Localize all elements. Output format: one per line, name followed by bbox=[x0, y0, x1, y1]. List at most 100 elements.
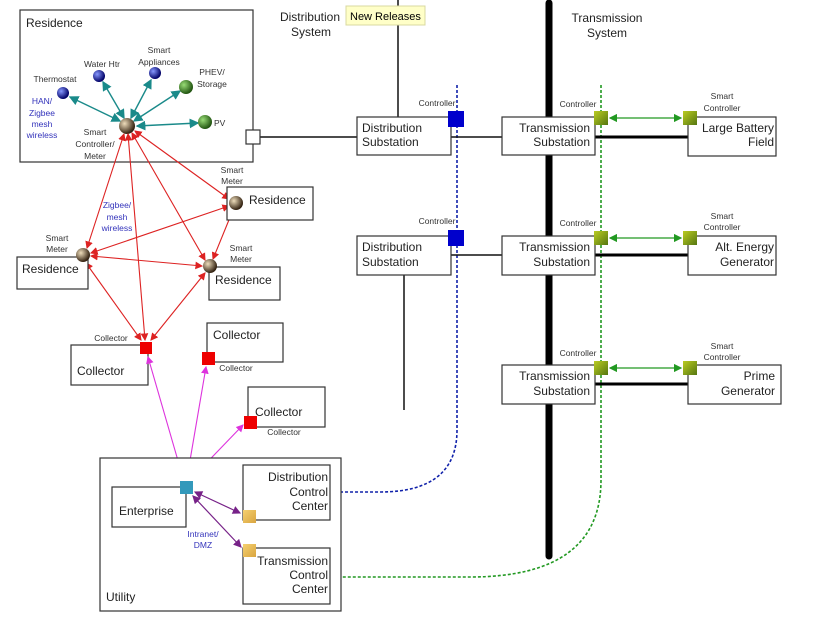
distribution-substation-2: Distribution Substation Controller bbox=[356, 216, 464, 276]
distribution-substation-1: Distribution Substation Controller bbox=[356, 98, 464, 156]
svg-text:Smart: Smart bbox=[711, 211, 734, 221]
svg-text:System: System bbox=[291, 25, 331, 39]
distribution-system-header: Distribution System bbox=[280, 10, 340, 39]
svg-text:Controller: Controller bbox=[560, 348, 597, 358]
svg-text:Smart: Smart bbox=[711, 341, 734, 351]
svg-text:Controller: Controller bbox=[704, 352, 741, 362]
phev-storage-node bbox=[179, 80, 193, 94]
svg-text:Meter: Meter bbox=[84, 151, 106, 161]
distribution-control-center bbox=[242, 464, 331, 521]
svg-text:Meter: Meter bbox=[221, 176, 243, 186]
svg-text:New Releases: New Releases bbox=[350, 11, 421, 23]
svg-text:Controller: Controller bbox=[704, 103, 741, 113]
svg-text:Zigbee/: Zigbee/ bbox=[103, 200, 132, 210]
svg-text:Collector: Collector bbox=[267, 427, 301, 437]
svg-text:Controller: Controller bbox=[560, 99, 597, 109]
transmission-row-2: Transmission Substation Alt. Energy Gene… bbox=[501, 211, 777, 276]
utility-area: Utility Enterprise Distribution Control … bbox=[99, 457, 342, 612]
svg-text:Alt. Energy: Alt. Energy bbox=[715, 240, 774, 254]
dcc-node bbox=[243, 510, 256, 523]
svg-text:mesh: mesh bbox=[32, 119, 53, 129]
service-connection-point bbox=[245, 129, 261, 145]
zigbee-label: Zigbee/ mesh wireless bbox=[101, 200, 133, 233]
svg-text:Substation: Substation bbox=[362, 255, 419, 269]
svg-text:Smart: Smart bbox=[46, 233, 69, 243]
residence-home-area: Residence Thermostat Water Htr Smart App… bbox=[19, 9, 254, 163]
svg-text:System: System bbox=[587, 26, 627, 40]
svg-text:Controller: Controller bbox=[704, 222, 741, 232]
svg-text:Substation: Substation bbox=[533, 384, 590, 398]
svg-text:Residence: Residence bbox=[215, 273, 272, 287]
svg-text:Control: Control bbox=[289, 485, 328, 499]
svg-text:Smart: Smart bbox=[711, 91, 734, 101]
collector-3: Collector Collector bbox=[244, 386, 326, 437]
residence-1: Residence Smart Meter bbox=[221, 165, 314, 221]
collector-node bbox=[140, 342, 152, 354]
svg-text:PHEV/: PHEV/ bbox=[199, 67, 225, 77]
smart-meter-node bbox=[76, 248, 90, 262]
svg-text:DMZ: DMZ bbox=[194, 540, 212, 550]
svg-text:Smart: Smart bbox=[221, 165, 244, 175]
controller-node bbox=[594, 111, 608, 125]
svg-text:Generator: Generator bbox=[721, 384, 775, 398]
svg-text:Controller/: Controller/ bbox=[75, 139, 115, 149]
svg-text:Storage: Storage bbox=[197, 79, 227, 89]
svg-text:Controller: Controller bbox=[560, 218, 597, 228]
smart-controller-meter-node bbox=[119, 118, 135, 134]
transmission-row-3: Transmission Substation Prime Generator … bbox=[501, 341, 782, 405]
residence-2: Residence Smart Meter bbox=[16, 233, 90, 290]
smart-controller-node bbox=[683, 111, 697, 125]
svg-text:HAN/: HAN/ bbox=[32, 96, 53, 106]
smart-controller-node bbox=[683, 361, 697, 375]
svg-text:Utility: Utility bbox=[106, 590, 135, 604]
svg-text:Substation: Substation bbox=[533, 135, 590, 149]
svg-text:Thermostat: Thermostat bbox=[34, 74, 78, 84]
collector-node bbox=[202, 352, 215, 365]
smart-controller-node bbox=[683, 231, 697, 245]
water-heater-node bbox=[93, 70, 105, 82]
svg-text:Distribution: Distribution bbox=[268, 470, 328, 484]
svg-text:Control: Control bbox=[289, 568, 328, 582]
svg-text:Intranet/: Intranet/ bbox=[187, 529, 219, 539]
enterprise-node bbox=[180, 481, 193, 494]
tooltip: New Releases bbox=[345, 5, 426, 26]
svg-text:Transmission: Transmission bbox=[257, 554, 328, 568]
svg-text:Collector: Collector bbox=[219, 363, 253, 373]
svg-text:Smart: Smart bbox=[84, 127, 107, 137]
svg-text:Distribution: Distribution bbox=[362, 240, 422, 254]
pv-node bbox=[198, 115, 212, 129]
svg-text:Smart: Smart bbox=[148, 45, 171, 55]
mesh-links bbox=[85, 130, 235, 342]
svg-text:Enterprise: Enterprise bbox=[119, 504, 174, 518]
transmission-control-center bbox=[242, 547, 331, 605]
svg-text:Smart: Smart bbox=[230, 243, 253, 253]
svg-text:Controller: Controller bbox=[419, 216, 456, 226]
svg-text:Transmission: Transmission bbox=[572, 11, 643, 25]
smart-meter-node bbox=[203, 259, 217, 273]
svg-text:Collector: Collector bbox=[77, 364, 124, 378]
svg-text:Center: Center bbox=[292, 499, 328, 513]
svg-text:Large Battery: Large Battery bbox=[702, 121, 774, 135]
svg-text:Zigbee: Zigbee bbox=[29, 108, 55, 118]
smart-appliances-node bbox=[149, 67, 161, 79]
svg-text:Controller: Controller bbox=[419, 98, 456, 108]
svg-text:Meter: Meter bbox=[230, 254, 252, 264]
svg-text:Distribution: Distribution bbox=[362, 121, 422, 135]
residence-3: Residence Smart Meter bbox=[203, 243, 281, 301]
svg-text:Substation: Substation bbox=[533, 255, 590, 269]
smart-meter-node bbox=[229, 196, 243, 210]
svg-text:Residence: Residence bbox=[22, 262, 79, 276]
enterprise-box bbox=[111, 486, 187, 528]
svg-text:wireless: wireless bbox=[101, 223, 133, 233]
svg-text:Field: Field bbox=[748, 135, 774, 149]
svg-text:mesh: mesh bbox=[107, 212, 128, 222]
svg-text:wireless: wireless bbox=[26, 130, 58, 140]
svg-text:Transmission: Transmission bbox=[519, 240, 590, 254]
svg-text:Transmission: Transmission bbox=[519, 369, 590, 383]
thermostat-node bbox=[57, 87, 69, 99]
svg-text:Prime: Prime bbox=[744, 369, 776, 383]
controller-node bbox=[594, 361, 608, 375]
svg-text:Water Htr: Water Htr bbox=[84, 59, 120, 69]
collector-1: Collector Collector bbox=[70, 333, 152, 386]
